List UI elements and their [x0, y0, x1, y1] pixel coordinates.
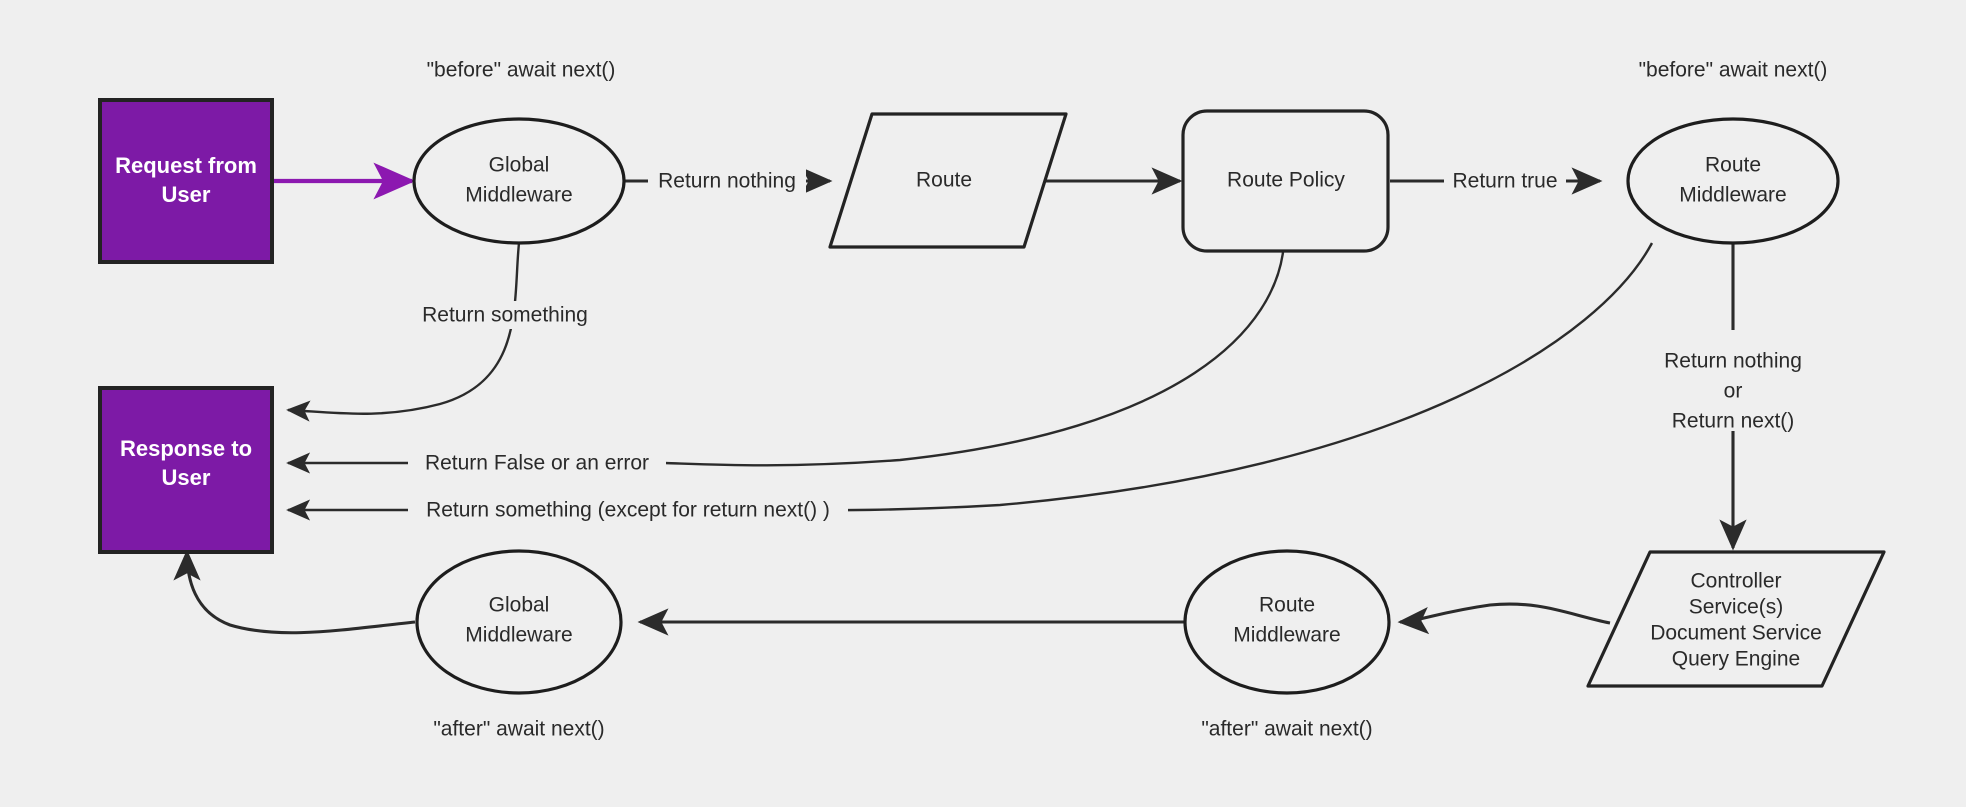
edge-label-return-something-except-next: Return something (except for return next…: [426, 499, 830, 522]
edge-label-return-something: Return something: [422, 304, 588, 327]
label-bg-return-something-except: [408, 496, 848, 524]
response-box-line2: User: [162, 465, 211, 490]
global-middleware-top-line2: Middleware: [465, 184, 572, 207]
controller-line2: Service(s): [1689, 596, 1784, 619]
route-middleware-bottom-line1: Route: [1259, 594, 1315, 617]
controller-parallelogram: [1586, 550, 1886, 688]
response-to-user-box: [98, 386, 274, 554]
route-policy-label: Route Policy: [1227, 169, 1345, 192]
route-parallelogram: [828, 112, 1068, 249]
controller-line1: Controller: [1690, 570, 1781, 593]
label-bg-return-true: [1444, 167, 1566, 195]
edge-global-middleware-to-response: [286, 242, 521, 422]
request-from-user-box: [98, 98, 274, 264]
edge-label-rmw-controller-line1: Return nothing: [1664, 350, 1802, 373]
route-middleware-top-line1: Route: [1705, 154, 1761, 177]
label-bg-return-something: [410, 301, 600, 329]
edge-global-middleware-bottom-to-response: [173, 549, 416, 635]
annotation-before-global-middleware: "before" await next(): [427, 59, 616, 82]
label-bg-return-nothing: [648, 167, 806, 195]
annotation-before-route-middleware: "before" await next(): [1639, 59, 1828, 82]
label-bg-return-false: [408, 449, 666, 477]
route-middleware-top-ellipse: [1626, 117, 1840, 245]
route-policy-box: [1181, 109, 1390, 253]
global-middleware-bottom-line2: Middleware: [465, 624, 572, 647]
global-middleware-top-line1: Global: [489, 154, 550, 177]
controller-line4: Query Engine: [1672, 648, 1800, 671]
edge-label-return-true: Return true: [1452, 170, 1557, 193]
edge-label-return-false-or-error: Return False or an error: [425, 452, 649, 475]
label-bg-return-nothing-or-next: [1648, 347, 1820, 431]
request-box-line1: Request from: [115, 153, 257, 178]
route-label: Route: [916, 169, 972, 192]
edge-label-rmw-controller-line2: or: [1724, 380, 1743, 403]
route-middleware-top-line2: Middleware: [1679, 184, 1786, 207]
annotation-after-route-middleware: "after" await next(): [1201, 718, 1372, 741]
global-middleware-bottom-line1: Global: [489, 594, 550, 617]
route-middleware-bottom-line2: Middleware: [1233, 624, 1340, 647]
annotation-after-global-middleware: "after" await next(): [433, 718, 604, 741]
request-box-line2: User: [162, 182, 211, 207]
global-middleware-top-ellipse: [412, 117, 626, 245]
edge-controller-to-route-middleware-bottom: [1397, 602, 1611, 635]
controller-line3: Document Service: [1650, 622, 1822, 645]
response-box-line1: Response to: [120, 436, 252, 461]
edge-label-rmw-controller-line3: Return next(): [1672, 410, 1795, 433]
global-middleware-bottom-ellipse: [415, 549, 623, 695]
route-middleware-bottom-ellipse: [1183, 549, 1391, 695]
edge-label-return-nothing: Return nothing: [658, 170, 796, 193]
edge-route-policy-to-response: [286, 242, 1286, 474]
